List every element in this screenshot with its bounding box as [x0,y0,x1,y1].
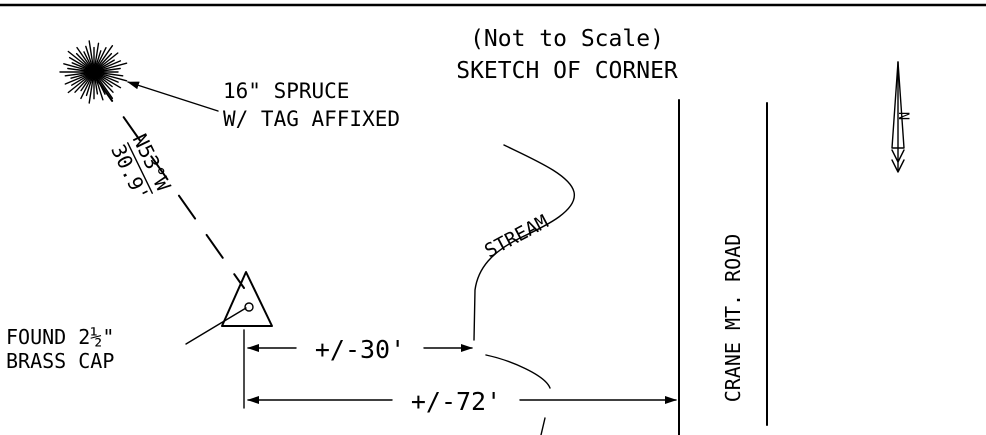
stream-bank-lower [485,354,551,389]
stream-bank-bottom [540,417,546,435]
monument-label-line2: BRASS CAP [6,349,114,373]
monument-label-line1: FOUND 2½" [6,325,114,349]
stream-bank-upper [473,144,575,341]
tree-label-line1: 16" SPRUCE [223,79,349,103]
drawing-title: SKETCH OF CORNER [456,58,678,84]
monument-leader [185,307,247,345]
brass-cap-monument-icon [221,271,273,327]
north-letter: N [895,112,911,120]
north-arrow-icon: N [891,61,911,173]
dim-stream-label: +/-30' [315,335,405,364]
road-label: CRANE MT. ROAD [721,234,745,403]
scale-note: (Not to Scale) [470,26,664,52]
bearing-label-group: N53°W 30.9' [106,130,176,205]
stream-label: STREAM [481,211,552,263]
bearing-line [95,77,245,289]
dim-road-label: +/-72' [411,387,501,416]
tree-leader-arrow [127,81,219,112]
tree-label-line2: W/ TAG AFFIXED [223,107,400,131]
spruce-tree-icon [59,40,128,104]
